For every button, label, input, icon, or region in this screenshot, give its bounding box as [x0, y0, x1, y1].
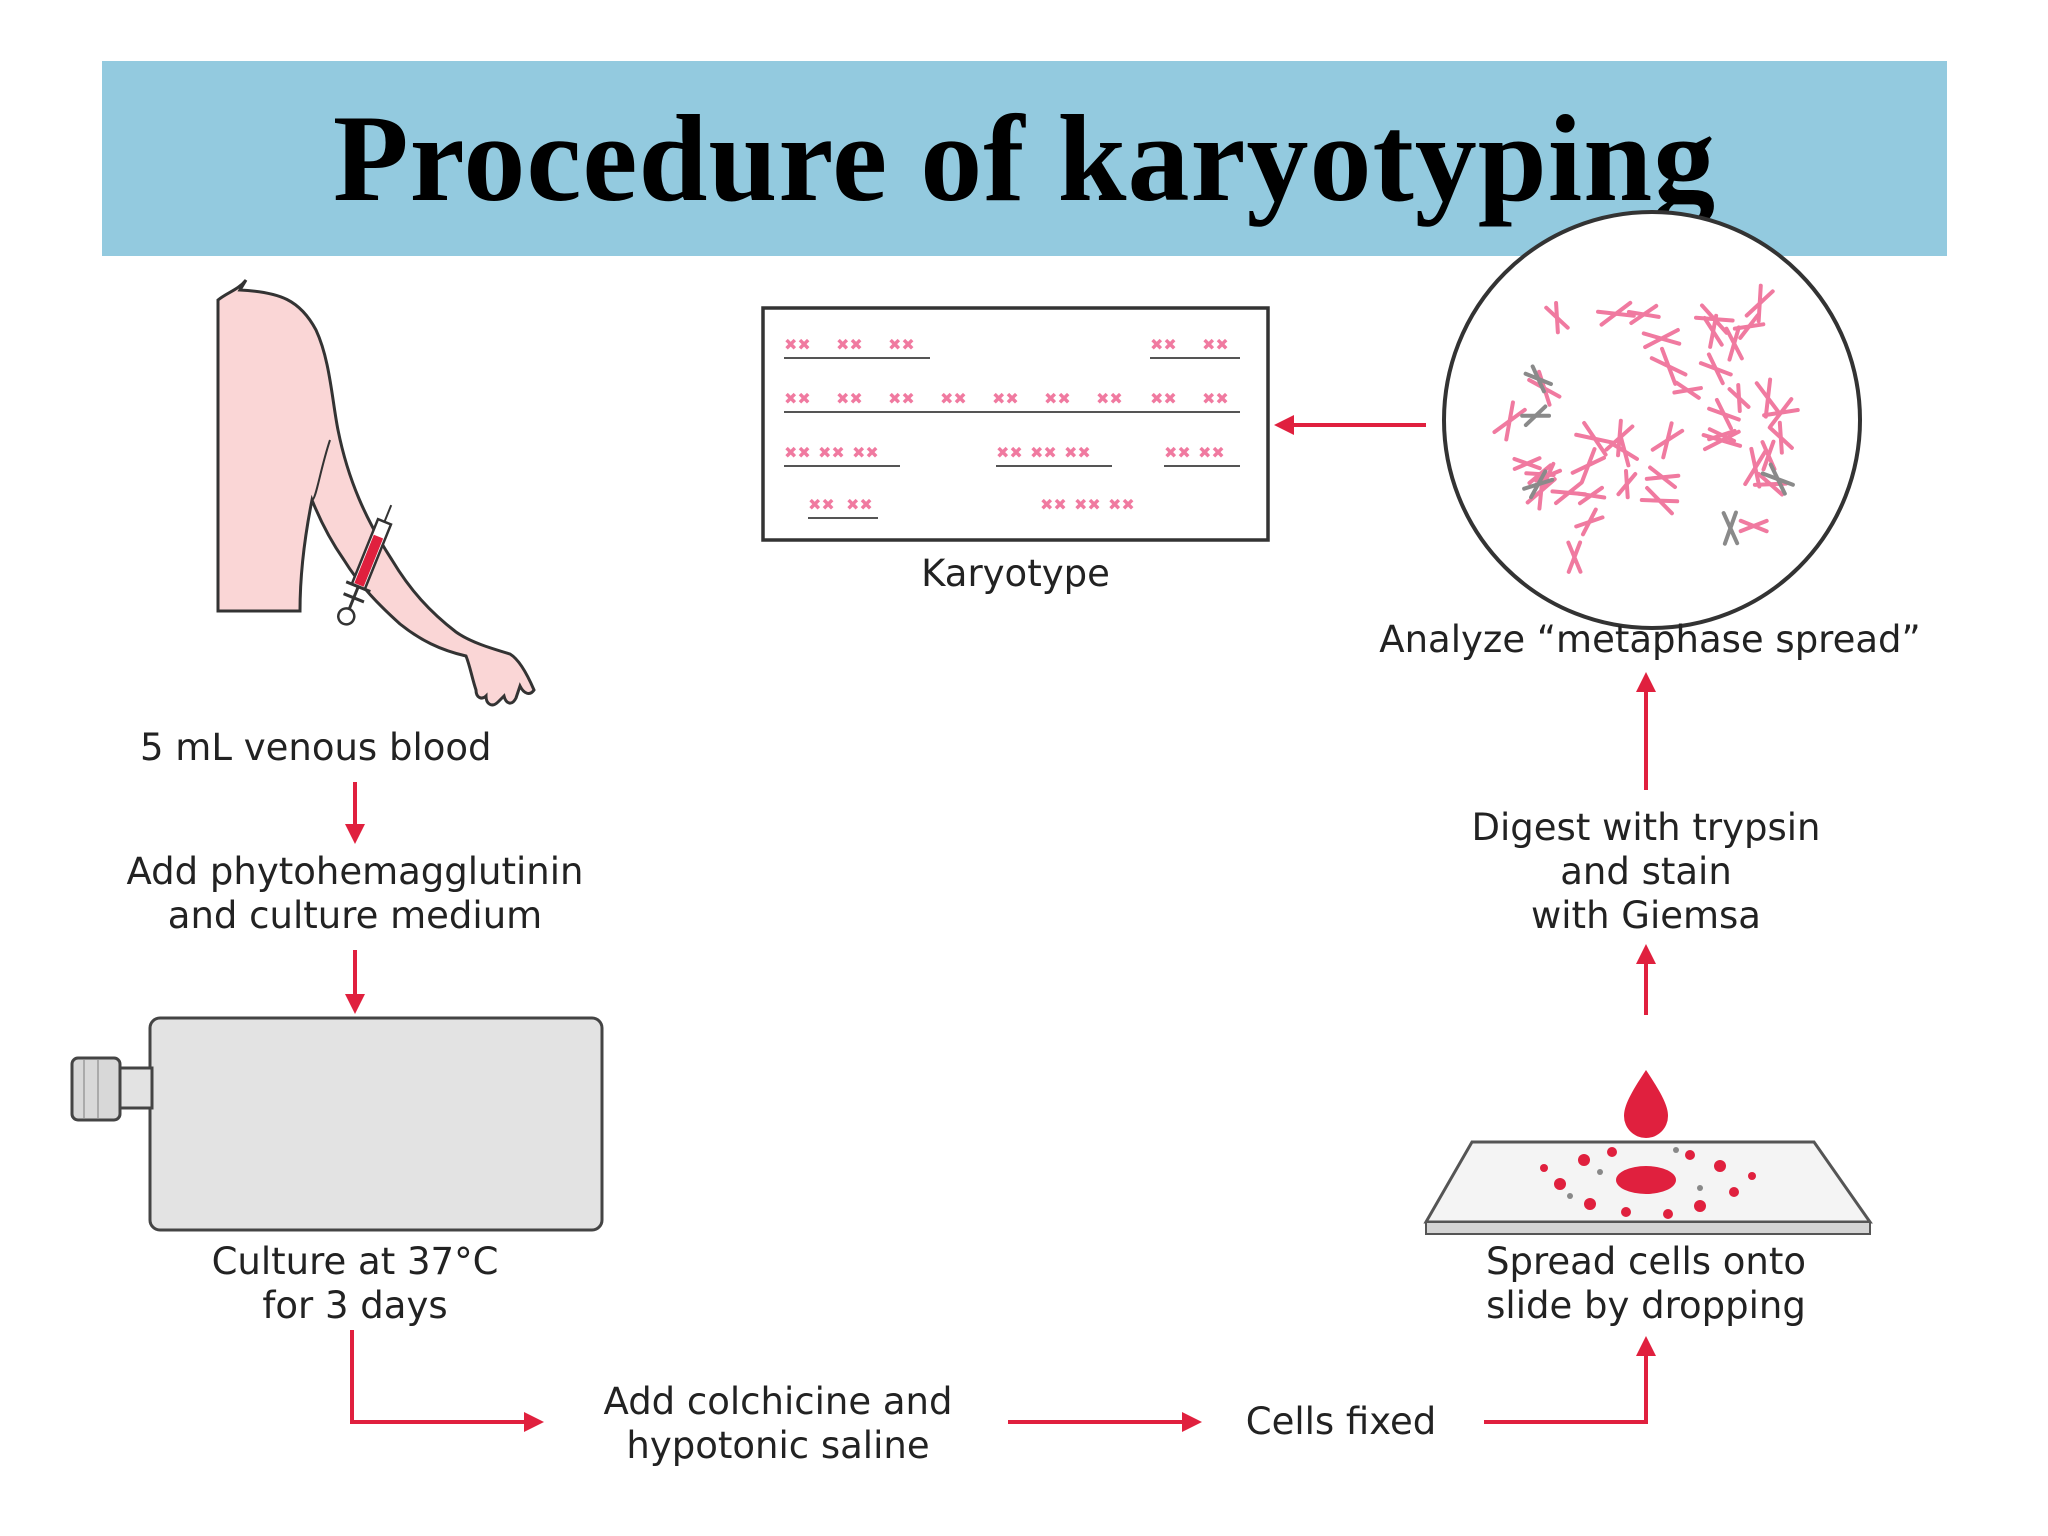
- step-venous-blood: 5 mL venous blood: [140, 726, 491, 770]
- svg-text:✖✖: ✖✖: [1164, 443, 1191, 462]
- step-venous-blood-text: 5 mL venous blood: [140, 726, 492, 769]
- step-digest-stain: Digest with trypsin and stain with Giems…: [1420, 806, 1872, 938]
- svg-text:✖✖: ✖✖: [888, 335, 915, 354]
- svg-text:✖✖: ✖✖: [784, 335, 811, 354]
- svg-text:✖✖: ✖✖: [1202, 335, 1229, 354]
- step-culture-line1: Culture at 37°C: [211, 1240, 499, 1283]
- svg-text:✖✖: ✖✖: [818, 443, 845, 462]
- svg-text:✖✖: ✖✖: [1198, 443, 1225, 462]
- arrow-culture-to-colchicine: [350, 1330, 544, 1432]
- karyotype-caption-text: Karyotype: [921, 552, 1110, 595]
- svg-text:✖✖: ✖✖: [888, 389, 915, 408]
- svg-text:✖✖: ✖✖: [852, 443, 879, 462]
- svg-text:✖✖: ✖✖: [1202, 389, 1229, 408]
- svg-text:✖✖: ✖✖: [996, 443, 1023, 462]
- step-phyto-line1: Add phytohemagglutinin: [126, 850, 584, 893]
- svg-text:✖✖: ✖✖: [784, 443, 811, 462]
- step-colchicine-line2: hypotonic saline: [626, 1424, 930, 1467]
- svg-text:✖✖: ✖✖: [1150, 389, 1177, 408]
- step-cells-fixed-text: Cells fixed: [1245, 1400, 1437, 1443]
- svg-text:✖✖: ✖✖: [1074, 495, 1101, 514]
- step-spread-line2: slide by dropping: [1486, 1284, 1806, 1327]
- svg-text:✖✖: ✖✖: [1044, 389, 1071, 408]
- slide-drop-icon: [1423, 1070, 1873, 1235]
- svg-text:✖✖: ✖✖: [836, 335, 863, 354]
- step-spread-line1: Spread cells onto: [1486, 1240, 1806, 1283]
- arm-syringe-icon: [216, 279, 536, 707]
- svg-text:✖✖: ✖✖: [1108, 495, 1135, 514]
- svg-text:✖✖: ✖✖: [992, 389, 1019, 408]
- svg-text:✖✖: ✖✖: [1030, 443, 1057, 462]
- step-digest-line2: and stain: [1560, 850, 1732, 893]
- step-culture: Culture at 37°C for 3 days: [140, 1240, 570, 1328]
- metaphase-spread-icon: [1442, 210, 1862, 630]
- culture-flask-icon: [70, 1016, 604, 1232]
- step-digest-line1: Digest with trypsin: [1471, 806, 1821, 849]
- step-add-colchicine: Add colchicine and hypotonic saline: [548, 1380, 1008, 1468]
- svg-text:✖✖: ✖✖: [836, 389, 863, 408]
- svg-text:✖✖: ✖✖: [808, 495, 835, 514]
- step-add-phytohemagglutinin: Add phytohemagglutinin and culture mediu…: [80, 850, 630, 938]
- step-analyze-text: Analyze “metaphase spread”: [1379, 618, 1921, 661]
- svg-text:✖✖: ✖✖: [1064, 443, 1091, 462]
- svg-text:✖✖: ✖✖: [784, 389, 811, 408]
- svg-text:✖✖: ✖✖: [1096, 389, 1123, 408]
- step-culture-line2: for 3 days: [262, 1284, 448, 1327]
- title-banner: Procedure of karyotyping: [102, 61, 1947, 256]
- step-phyto-line2: and culture medium: [167, 894, 543, 937]
- step-digest-line3: with Giemsa: [1531, 894, 1761, 937]
- svg-text:✖✖: ✖✖: [846, 495, 873, 514]
- step-analyze-metaphase: Analyze “metaphase spread”: [1320, 618, 1980, 662]
- karyotype-chart-icon: ✖✖ ✖✖ ✖✖ ✖✖ ✖✖ ✖✖ ✖✖ ✖✖ ✖✖ ✖✖ ✖✖ ✖✖ ✖✖ ✖✖ ✖✖ ✖✖ ✖✖ ✖✖ ✖✖ ✖✖…: [761, 306, 1270, 542]
- step-spread-cells: Spread cells onto slide by dropping: [1430, 1240, 1862, 1328]
- step-colchicine-line1: Add colchicine and: [603, 1380, 953, 1423]
- svg-text:✖✖: ✖✖: [1040, 495, 1067, 514]
- arrow-fixed-to-spread: [1484, 1336, 1656, 1424]
- karyotype-caption: Karyotype: [863, 552, 1168, 596]
- step-cells-fixed: Cells fixed: [1210, 1400, 1472, 1444]
- svg-text:✖✖: ✖✖: [940, 389, 967, 408]
- svg-text:✖✖: ✖✖: [1150, 335, 1177, 354]
- page-title: Procedure of karyotyping: [332, 89, 1717, 227]
